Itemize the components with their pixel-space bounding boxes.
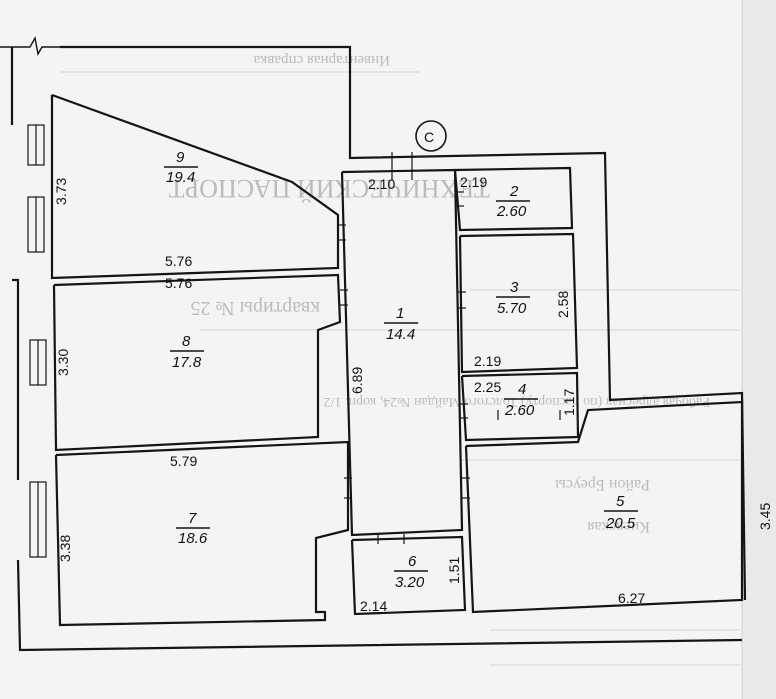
room-1-area: 14.4 xyxy=(386,326,415,343)
bg-line-5: Район Бреусы xyxy=(555,476,650,493)
dim-room5-height: 3.45 xyxy=(757,503,773,530)
bg-line-1: Инвентарная справка xyxy=(253,52,390,68)
dim-room6-height: 1.51 xyxy=(446,557,462,584)
dimension-labels: 3.73 5.76 5.76 3.30 5.79 3.38 2.10 2.19 … xyxy=(53,174,773,614)
room-1-number: 1 xyxy=(396,305,404,322)
dim-room9-width: 5.76 xyxy=(165,253,192,269)
dim-room3-height: 2.58 xyxy=(555,291,571,318)
room-9-number: 9 xyxy=(176,149,185,166)
room-4-area: 2.60 xyxy=(504,402,535,419)
room-8-area: 17.8 xyxy=(172,354,202,371)
room-labels: 9 19.4 8 17.8 7 18.6 1 14.4 2 2.60 3 5.7… xyxy=(164,149,638,591)
dim-room7-height: 3.38 xyxy=(57,535,73,562)
dim-room5-width: 6.27 xyxy=(618,590,645,606)
dim-room8-width-top: 5.76 xyxy=(165,275,192,291)
dim-room1-width: 2.10 xyxy=(368,176,395,192)
dim-room2-width: 2.19 xyxy=(460,174,487,190)
bg-line-6: Киевская xyxy=(586,518,650,535)
left-windows xyxy=(27,124,47,558)
dim-room3-width: 2.19 xyxy=(474,353,501,369)
room-6-area: 3.20 xyxy=(395,574,425,591)
room-8-number: 8 xyxy=(182,333,191,350)
bg-line-4: Рабочая адресная (по паспорту) Толстого … xyxy=(324,394,710,409)
dim-room4-height: 1.17 xyxy=(561,389,577,416)
room-7-area: 18.6 xyxy=(178,530,208,547)
room-2-area: 2.60 xyxy=(496,203,527,220)
room-7-number: 7 xyxy=(188,510,197,527)
room-6-number: 6 xyxy=(408,553,417,570)
background-document-text: Инвентарная справка ТЕХНИЧЕСКИЙ ПАСПОРТ … xyxy=(60,52,740,666)
room-3-number: 3 xyxy=(510,279,519,296)
room-5-number: 5 xyxy=(616,493,625,510)
north-marker: С xyxy=(415,120,447,152)
north-marker-label: С xyxy=(424,129,434,145)
door-marks xyxy=(338,152,561,544)
dim-room1-length: 6.89 xyxy=(349,367,365,394)
dim-room6-width: 2.14 xyxy=(360,598,387,614)
dim-room9-height: 3.73 xyxy=(53,178,69,205)
bg-line-2: ТЕХНИЧЕСКИЙ ПАСПОРТ xyxy=(168,174,490,203)
room-9-area: 19.4 xyxy=(166,169,195,186)
dim-room8-height: 3.30 xyxy=(55,349,71,376)
room-2-number: 2 xyxy=(509,183,519,200)
room-4-number: 4 xyxy=(518,381,526,398)
outer-walls xyxy=(0,35,747,652)
dim-room4-width: 2.25 xyxy=(474,379,501,395)
dim-room7-width: 5.79 xyxy=(170,453,197,469)
room-5-area: 20.5 xyxy=(605,515,636,532)
bg-line-3: квартиры № 25 xyxy=(191,297,320,319)
room-3-area: 5.70 xyxy=(497,300,527,317)
